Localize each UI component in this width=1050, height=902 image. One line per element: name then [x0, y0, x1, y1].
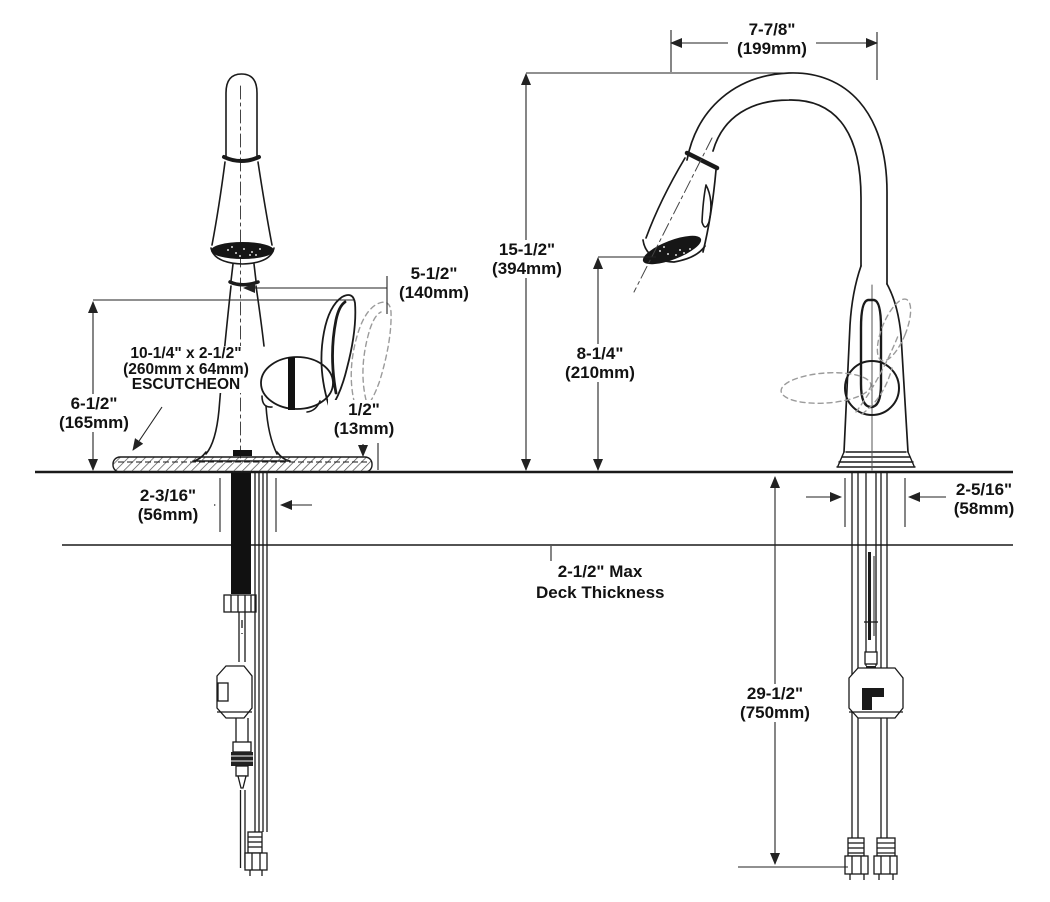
dim-value: 2-5/16" [955, 480, 1013, 499]
dim-value: 8-1/4" [576, 344, 624, 363]
label-overall-height: 15-1/2" (394mm) [486, 240, 568, 278]
dim-escutcheon-thickness [358, 443, 379, 470]
dim-value: 10-1/4" x 2-1/2" [130, 345, 242, 362]
side-gooseneck-outer [686, 72, 888, 285]
front-collar [230, 263, 257, 282]
dim-name: Deck Thickness [536, 583, 665, 602]
label-handle-height: 6-1/2" (165mm) [52, 394, 136, 432]
side-head-centerline [633, 137, 713, 293]
label-escutcheon-thickness: 1/2" (13mm) [328, 400, 400, 438]
escutcheon-plate [112, 456, 373, 473]
dim-value: 2-1/2" Max [557, 562, 643, 581]
front-sprayhead-rim [210, 247, 275, 265]
dim-value: 6-1/2" [70, 394, 118, 413]
side-head-band [684, 150, 720, 171]
dim-value: 5-1/2" [410, 264, 458, 283]
dim-metric: (199mm) [737, 39, 807, 58]
side-handle-ball [844, 360, 900, 416]
dim-name: ESCUTCHEON [131, 376, 241, 393]
side-base [836, 451, 916, 468]
side-handle-ghosts [780, 298, 912, 415]
dim-value: 1/2" [348, 400, 380, 419]
label-outlet-height: 8-1/4" (210mm) [562, 344, 638, 382]
dim-metric: (394mm) [492, 259, 562, 278]
dim-metric: (58mm) [953, 499, 1015, 518]
front-below-deck [216, 473, 268, 876]
center-rod [238, 612, 246, 662]
dim-metric: (165mm) [59, 413, 129, 432]
pulldown-hose-end [239, 790, 246, 868]
supply-fitting [244, 831, 268, 876]
dim-supply-length [738, 476, 848, 868]
label-spout-reach: 7-7/8" (199mm) [728, 20, 816, 58]
front-spray-face-dots [227, 246, 261, 257]
label-supply-length: 29-1/2" (750mm) [732, 684, 818, 722]
side-supply-fittings [844, 837, 898, 880]
label-shank-clearance: 2-3/16" (56mm) [122, 486, 214, 524]
dim-value: 7-7/8" [748, 20, 796, 39]
dim-handle-height [88, 299, 355, 471]
front-spout-tube [225, 73, 258, 159]
dim-metric: (260mm x 64mm) [123, 360, 249, 378]
label-escutcheon: 10-1/4" x 2-1/2" (260mm x 64mm) ESCUTCHE… [112, 346, 260, 393]
label-deck-thickness: 2-1/2" Max Deck Thickness [536, 561, 665, 603]
dim-metric: (13mm) [333, 419, 395, 438]
dim-value: 15-1/2" [498, 240, 556, 259]
supply-nut [244, 852, 268, 871]
label-base-rear-clearance: 2-5/16" (58mm) [946, 480, 1022, 518]
dim-base-rear-clearance [806, 478, 946, 527]
below-valve-tube [235, 718, 249, 742]
dim-handle-reach [243, 276, 388, 314]
front-view-faucet [192, 73, 392, 462]
side-hex-bracket [862, 688, 884, 710]
front-handle-tails [261, 395, 321, 413]
dim-metric: (56mm) [137, 505, 199, 524]
quick-connect [231, 741, 253, 789]
side-head-detail [701, 184, 712, 228]
front-collar-band [228, 280, 260, 287]
front-spray-face [211, 242, 274, 259]
front-handle-lever-accent [331, 300, 347, 395]
side-center-hose [865, 473, 877, 666]
front-handle-stripe [288, 357, 295, 410]
side-view-faucet [633, 72, 916, 471]
label-handle-reach: 5-1/2" (140mm) [394, 264, 474, 302]
side-body [843, 265, 909, 453]
side-supply-tubes [851, 473, 888, 856]
escutcheon-leader [132, 406, 163, 451]
side-nut-right [873, 855, 898, 875]
dimension-lines [88, 30, 946, 868]
dim-value: 29-1/2" [746, 684, 804, 703]
mounting-nut [223, 594, 257, 613]
side-head-rim [642, 239, 706, 263]
front-sprayhead-cone [211, 161, 273, 246]
front-body [205, 285, 278, 455]
dim-value: 2-3/16" [139, 486, 197, 505]
front-spout-band [222, 155, 261, 163]
mounting-shank [231, 473, 251, 594]
supply-tubes [254, 473, 268, 832]
side-nut-left [844, 855, 869, 875]
side-spray-face-dots [651, 242, 691, 256]
side-spray-face [642, 235, 702, 265]
dim-metric: (140mm) [399, 283, 469, 302]
side-below-deck [844, 473, 904, 880]
front-handle-ghost [350, 301, 392, 415]
hose-valve-body [216, 665, 253, 719]
dim-metric: (210mm) [565, 363, 635, 382]
side-gooseneck-inner [712, 99, 862, 267]
front-handle-lever [320, 294, 357, 409]
dim-metric: (750mm) [740, 703, 810, 722]
front-hose-tick [233, 450, 252, 456]
